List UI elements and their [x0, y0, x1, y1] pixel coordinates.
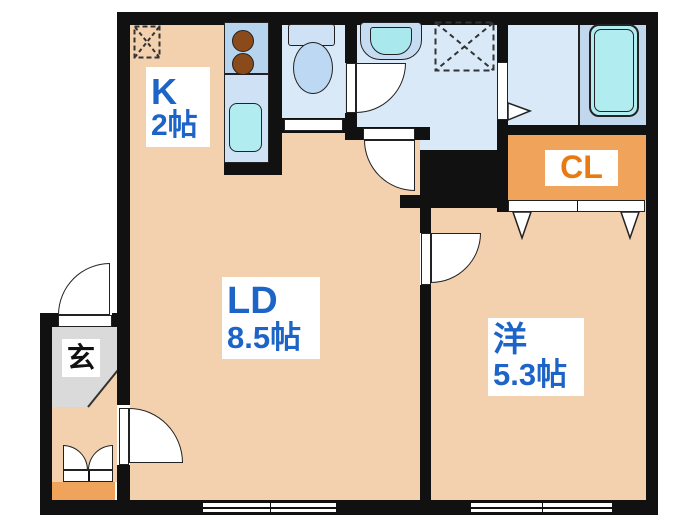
entrance-ld-door-leaf: [119, 408, 129, 465]
wall-toilet-washroom-upper: [345, 12, 357, 63]
kitchen-size: 2帖: [151, 109, 198, 143]
living-dining-size: 8.5帖: [227, 319, 302, 355]
closet-label: CL: [545, 150, 618, 186]
entrance-name: 玄: [66, 342, 95, 374]
wall-bath-left-upper: [497, 12, 508, 62]
front-door-swing-arc: [58, 263, 110, 315]
western-room-name: 洋: [493, 321, 527, 360]
stove-burner-icon: [232, 53, 254, 75]
entrance-label: 玄: [62, 339, 100, 377]
ld-sliding-window: [202, 502, 337, 513]
washbasin-bowl-icon: [370, 27, 412, 55]
wall-toilet-washroom-lower: [345, 113, 357, 140]
kitchen-sink-icon: [229, 103, 262, 152]
bathtub-inner-line: [594, 29, 634, 112]
window-center-tick: [541, 503, 543, 512]
closet-name: CL: [560, 149, 603, 186]
door-center-tick: [88, 471, 90, 481]
toilet-washroom-door-leaf: [346, 63, 356, 113]
toilet-door: [284, 119, 343, 131]
wall-top: [117, 12, 658, 25]
washing-machine-space-icon: [434, 21, 495, 72]
entrance-double-door-frame: [63, 470, 113, 482]
wall-counter-right: [269, 12, 282, 175]
wall-left-lower: [117, 465, 130, 505]
bath-door-leaf: [497, 62, 508, 120]
closet-door-swing-icon: [620, 212, 640, 240]
wall-entrance-top-left: [40, 313, 58, 327]
washroom-floor-extension: [420, 127, 497, 152]
wall-entrance-left: [40, 313, 52, 505]
western-room-door-leaf: [421, 233, 431, 285]
western-room-sliding-window: [470, 502, 613, 513]
stove-burner-icon: [232, 30, 254, 52]
wall-right: [646, 12, 658, 515]
wall-entrance-top-right: [112, 313, 130, 327]
living-dining-label: LD 8.5帖: [222, 277, 320, 359]
toilet-bowl-icon: [293, 42, 333, 94]
window-center-tick: [269, 503, 271, 512]
closet-door-center-divider: [576, 201, 578, 211]
closet-door-track: [508, 200, 645, 212]
western-room-size: 5.3帖: [493, 356, 568, 392]
wall-bath-bottom: [508, 125, 646, 135]
shoe-cabinet: [52, 482, 115, 500]
kitchen-name: K: [151, 70, 177, 112]
bathtub-icon: [589, 24, 639, 117]
refrigerator-space-icon: [133, 25, 161, 59]
western-room-label: 洋 5.3帖: [488, 318, 584, 396]
wall-left-upper: [117, 12, 130, 405]
living-dining-name: LD: [227, 280, 278, 323]
wall-ld-western-lower: [420, 285, 431, 500]
wall-bath-left-lower: [497, 120, 508, 212]
bath-folding-door-icon: [508, 102, 532, 121]
closet-door-swing-icon: [512, 212, 532, 240]
kitchen-label: K 2帖: [146, 67, 210, 147]
wall-counter-bottom: [224, 160, 282, 175]
wall-hall-mass: [420, 150, 497, 208]
wall-ld-western-upper: [420, 208, 431, 233]
washroom-door-leaf: [363, 128, 415, 140]
front-door-leaf: [58, 315, 112, 327]
